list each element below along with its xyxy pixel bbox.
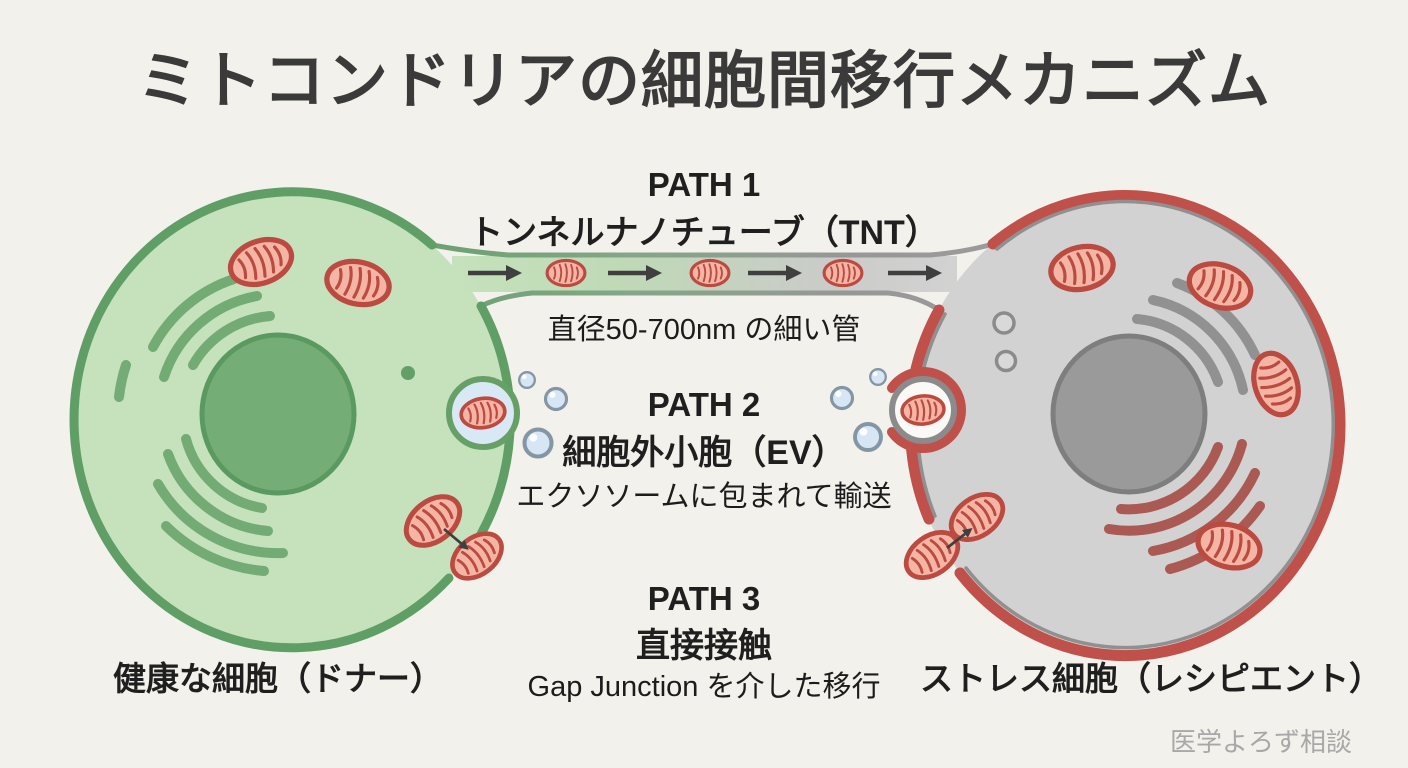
donor-granule	[401, 366, 415, 380]
path3-heading: PATH 3	[647, 580, 761, 617]
tnt-tube-edges	[429, 241, 996, 313]
path1-heading: PATH 1	[647, 166, 761, 203]
path1-note: 直径50-700nm の細い管	[547, 314, 861, 346]
donor-cell-label: 健康な細胞（ドナー）	[113, 660, 443, 697]
ev-uptake	[829, 367, 966, 453]
watermark: 医学よろず相談	[1169, 727, 1352, 757]
recipient-vacuole	[994, 349, 1018, 373]
donor-nucleus	[199, 332, 357, 496]
mitochondrion	[689, 258, 731, 288]
mitochondrion	[822, 258, 864, 288]
donor-er	[114, 274, 288, 576]
path2-heading: PATH 2	[647, 386, 761, 423]
recipient-cell-label: ストレス細胞（レシピエント）	[920, 660, 1382, 697]
path2-title: 細胞外小胞（EV）	[562, 434, 846, 472]
recipient-nucleus	[1050, 333, 1208, 495]
path1-title: トンネルナノチューブ（TNT）	[469, 214, 939, 252]
diagram-title: ミトコンドリアの細胞間移行メカニズム	[136, 47, 1271, 116]
path3-title: 直接接触	[636, 627, 772, 665]
mitochondrion	[545, 258, 587, 288]
endocytosis-pocket	[887, 367, 966, 453]
ev-release	[446, 371, 569, 456]
recipient-vacuole	[992, 311, 1016, 335]
exosome-bubble	[869, 368, 887, 386]
path3-note: Gap Junction を介した移行	[527, 671, 881, 703]
path2-note: エクソソームに包まれて輸送	[516, 481, 892, 513]
